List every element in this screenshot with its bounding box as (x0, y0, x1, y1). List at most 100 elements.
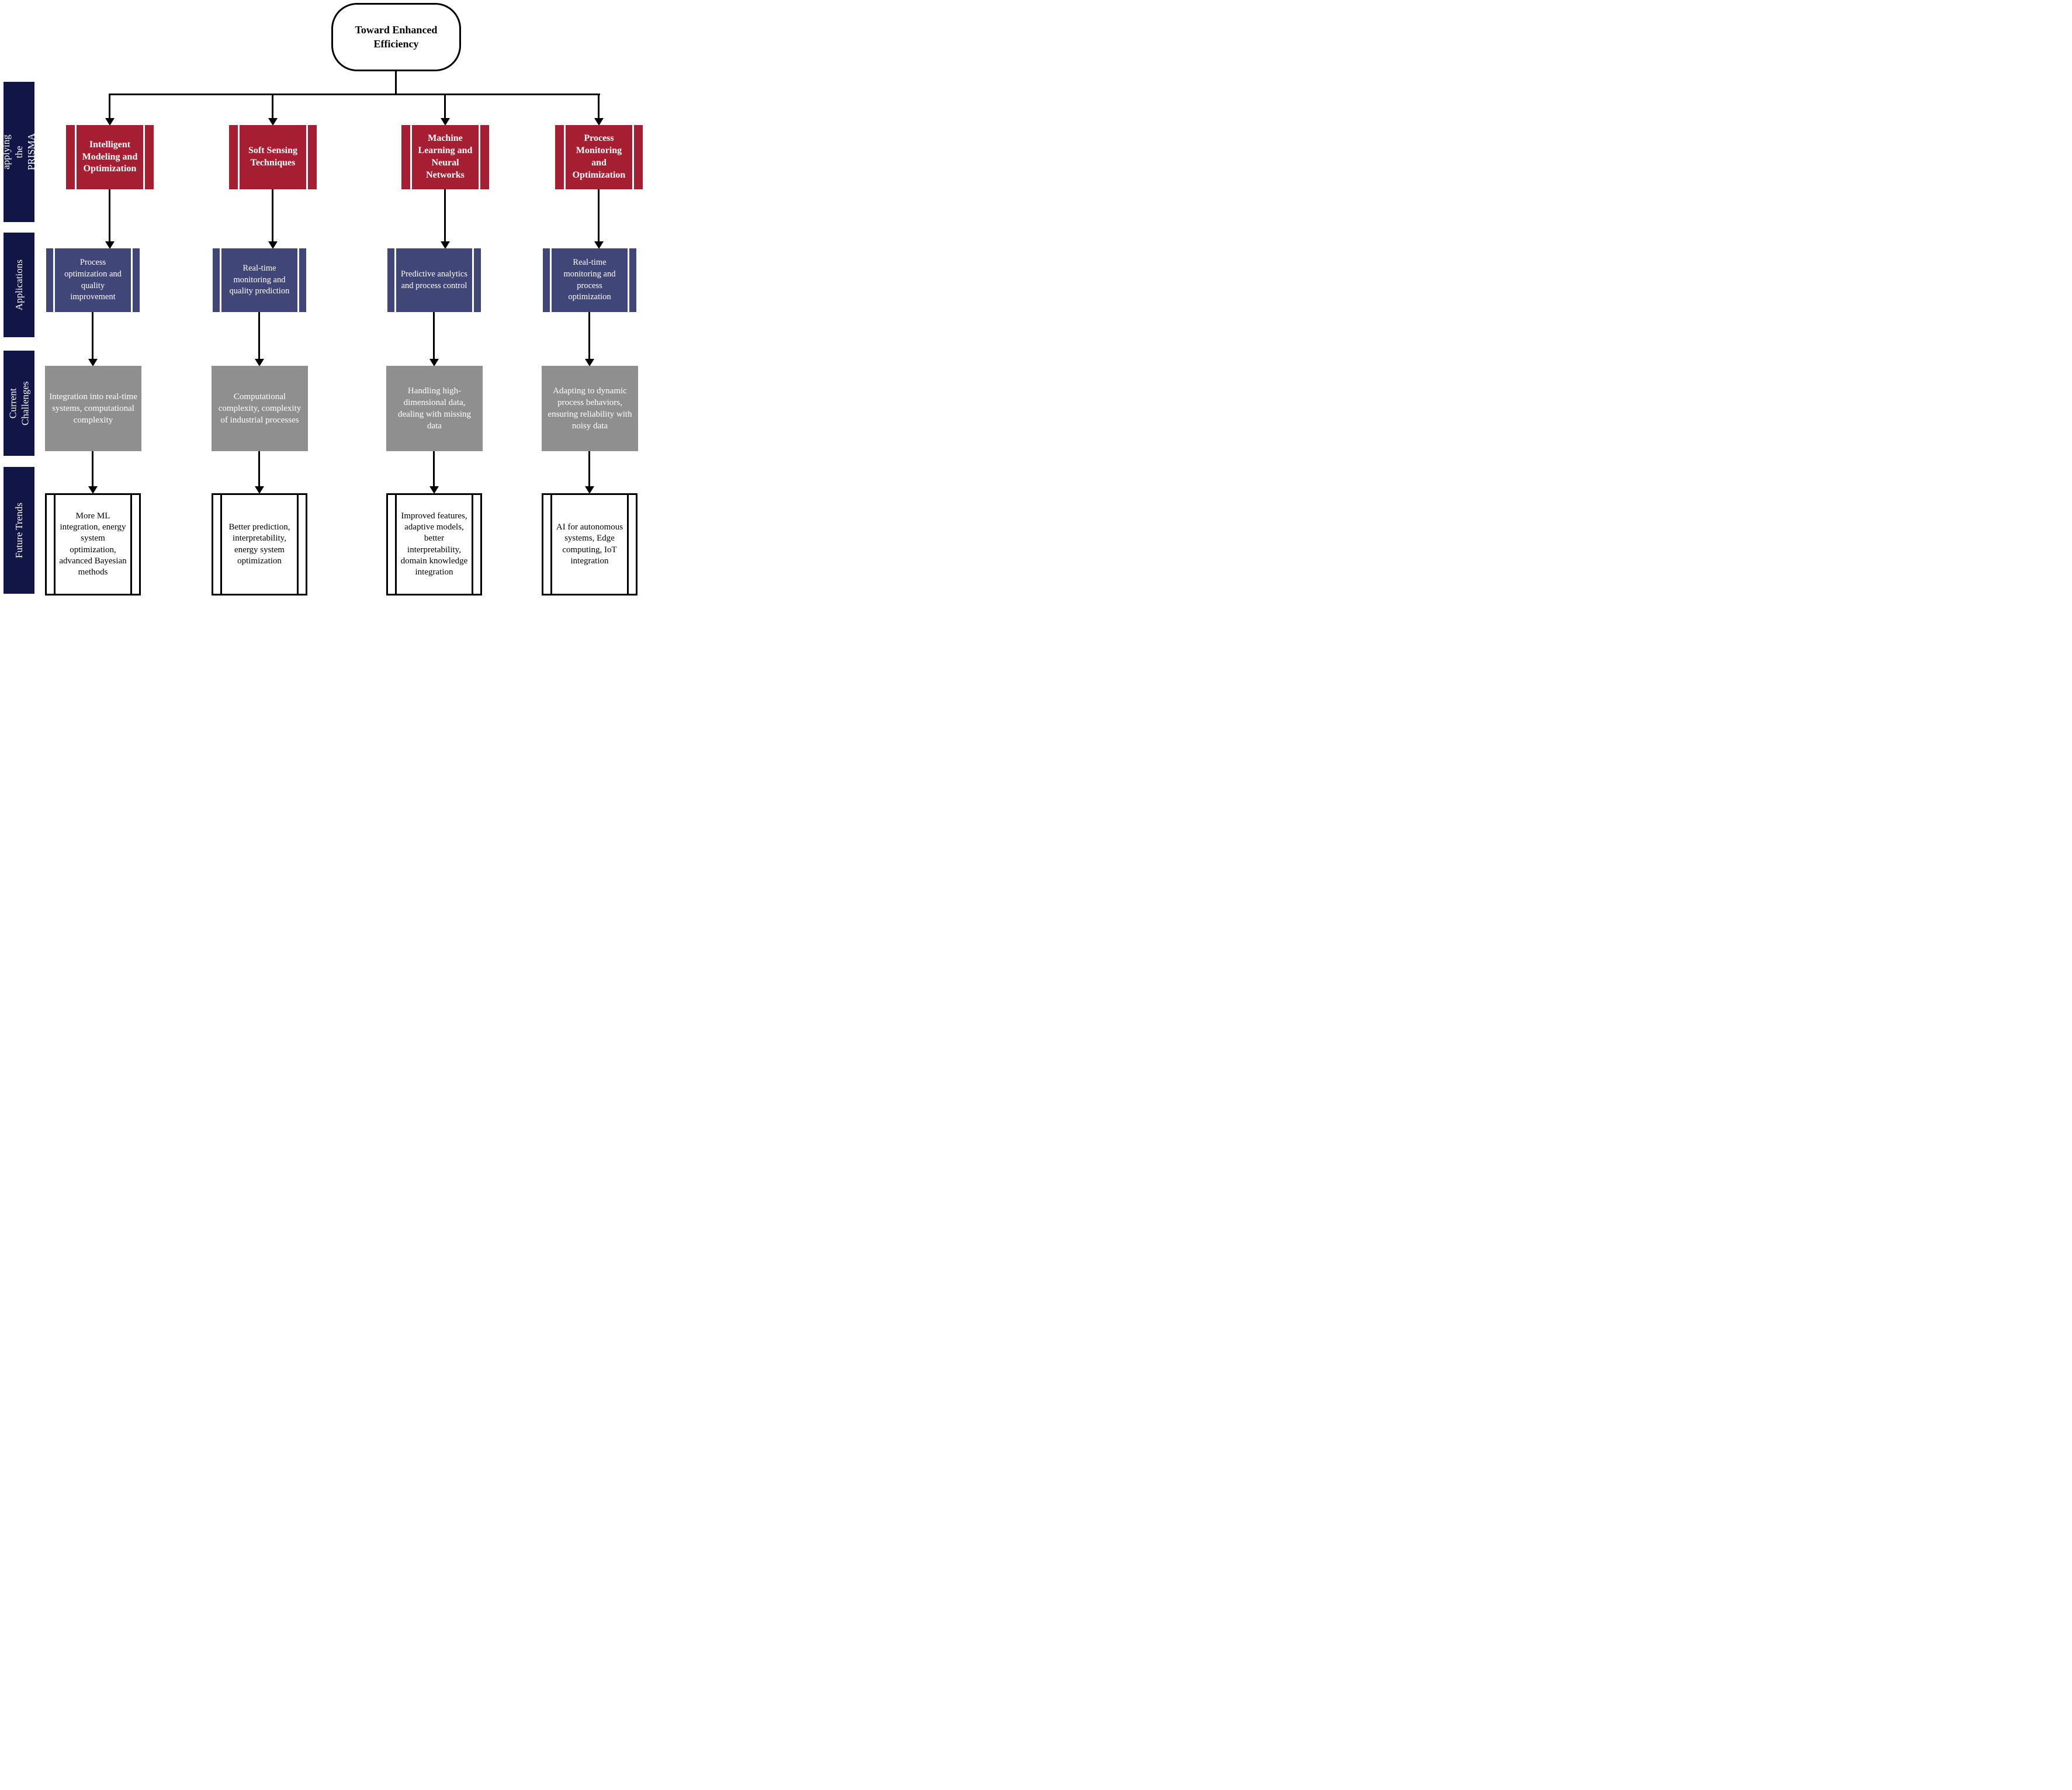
connector-drop (258, 451, 260, 489)
connector-drop (444, 94, 446, 119)
method-label-1: Intelligent Modeling and Optimization (82, 139, 138, 174)
box-stripe (472, 495, 473, 594)
arrow-down-icon (88, 486, 98, 494)
connector-drop (272, 189, 273, 243)
box-stripe (629, 248, 636, 312)
application-box-2: Real-time monitoring and quality predict… (213, 248, 306, 312)
box-stripe (395, 495, 397, 594)
application-label-3: Predictive analytics and process control (401, 269, 467, 290)
box-stripe (401, 125, 410, 189)
challenge-label-3: Handling high-dimensional data, dealing … (398, 386, 471, 431)
box-stripe (543, 248, 550, 312)
connector-drop (92, 451, 93, 489)
connector-drop (272, 94, 273, 119)
trend-box-4: AI for autonomous systems, Edge computin… (542, 493, 637, 595)
connector-drop (109, 189, 110, 243)
sidebar-row-applications: Applications (4, 233, 34, 337)
connector-drop (588, 312, 590, 361)
sidebar-row-label: Current Challenges (7, 381, 31, 425)
arrow-down-icon (255, 359, 264, 366)
arrow-down-icon (88, 359, 98, 366)
root-node: Toward Enhanced Efficiency (331, 3, 461, 71)
box-stripe (46, 248, 53, 312)
connector-drop (433, 451, 435, 489)
box-stripe (133, 248, 140, 312)
trend-box-3: Improved features, adaptive models, bett… (386, 493, 482, 595)
box-stripe (130, 495, 132, 594)
connector-horizontal (109, 94, 600, 95)
trend-box-2: Better prediction, interpretability, ene… (212, 493, 307, 595)
box-stripe (213, 248, 220, 312)
method-box-1: Intelligent Modeling and Optimization (66, 125, 154, 189)
arrow-down-icon (255, 486, 264, 494)
sidebar-row-prisma: After applying the PRISMA method (1, 82, 49, 222)
trend-box-1: More ML integration, energy system optim… (45, 493, 141, 595)
box-stripe (634, 125, 643, 189)
trend-label-4: AI for autonomous systems, Edge computin… (556, 522, 623, 566)
method-box-4: Process Monitoring and Optimization (555, 125, 643, 189)
challenge-box-4: Adapting to dynamic process behaviors, e… (542, 366, 638, 451)
box-stripe (308, 125, 317, 189)
connector-drop (92, 312, 93, 361)
box-stripe (297, 495, 299, 594)
connector-drop (258, 312, 260, 361)
method-box-2: Soft Sensing Techniques (229, 125, 317, 189)
root-node-label: Toward Enhanced Efficiency (355, 24, 438, 50)
method-label-4: Process Monitoring and Optimization (572, 133, 626, 180)
box-stripe (229, 125, 238, 189)
arrow-down-icon (585, 359, 594, 366)
box-stripe (66, 125, 75, 189)
sidebar-row-label: After applying the PRISMA method (1, 133, 50, 171)
method-box-3: Machine Learning and Neural Networks (401, 125, 489, 189)
challenge-box-1: Integration into real-time systems, comp… (45, 366, 141, 451)
arrow-down-icon (585, 486, 594, 494)
challenge-box-3: Handling high-dimensional data, dealing … (386, 366, 483, 451)
connector-drop (433, 312, 435, 361)
connector-drop (598, 189, 600, 243)
box-stripe (550, 495, 552, 594)
challenge-box-2: Computational complexity, complexity of … (212, 366, 308, 451)
application-box-1: Process optimization and quality improve… (46, 248, 140, 312)
arrow-down-icon (268, 118, 278, 126)
arrow-down-icon (429, 359, 439, 366)
sidebar-row-future-trends: Future Trends (4, 467, 34, 594)
trend-label-1: More ML integration, energy system optim… (59, 511, 127, 577)
challenge-label-2: Computational complexity, complexity of … (218, 392, 302, 425)
connector-drop (109, 94, 110, 119)
connector-drop (444, 189, 446, 243)
box-stripe (387, 248, 394, 312)
method-label-2: Soft Sensing Techniques (248, 146, 298, 168)
box-stripe (220, 495, 222, 594)
arrow-down-icon (594, 241, 604, 249)
box-stripe (474, 248, 481, 312)
application-label-2: Real-time monitoring and quality predict… (229, 264, 290, 296)
box-stripe (480, 125, 489, 189)
arrow-down-icon (105, 118, 115, 126)
arrow-down-icon (441, 118, 450, 126)
box-stripe (54, 495, 56, 594)
connector-trunk (395, 71, 397, 95)
sidebar-row-label: Applications (13, 259, 25, 310)
challenge-label-1: Integration into real-time systems, comp… (49, 392, 137, 425)
box-stripe (145, 125, 154, 189)
arrow-down-icon (268, 241, 278, 249)
sidebar-row-current-challenges: Current Challenges (4, 351, 34, 456)
box-stripe (555, 125, 564, 189)
application-box-3: Predictive analytics and process control (387, 248, 481, 312)
connector-drop (588, 451, 590, 489)
arrow-down-icon (429, 486, 439, 494)
trend-label-2: Better prediction, interpretability, ene… (228, 522, 290, 566)
application-label-4: Real-time monitoring and process optimiz… (563, 258, 616, 302)
challenge-label-4: Adapting to dynamic process behaviors, e… (548, 386, 632, 431)
box-stripe (627, 495, 629, 594)
sidebar-row-label: Future Trends (13, 503, 25, 558)
trend-label-3: Improved features, adaptive models, bett… (400, 511, 468, 577)
connector-drop (598, 94, 600, 119)
arrow-down-icon (594, 118, 604, 126)
box-stripe (299, 248, 306, 312)
arrow-down-icon (105, 241, 115, 249)
application-label-1: Process optimization and quality improve… (64, 258, 122, 302)
application-box-4: Real-time monitoring and process optimiz… (543, 248, 636, 312)
arrow-down-icon (441, 241, 450, 249)
flow-diagram: Toward Enhanced Efficiency Intelligent M… (0, 0, 691, 597)
